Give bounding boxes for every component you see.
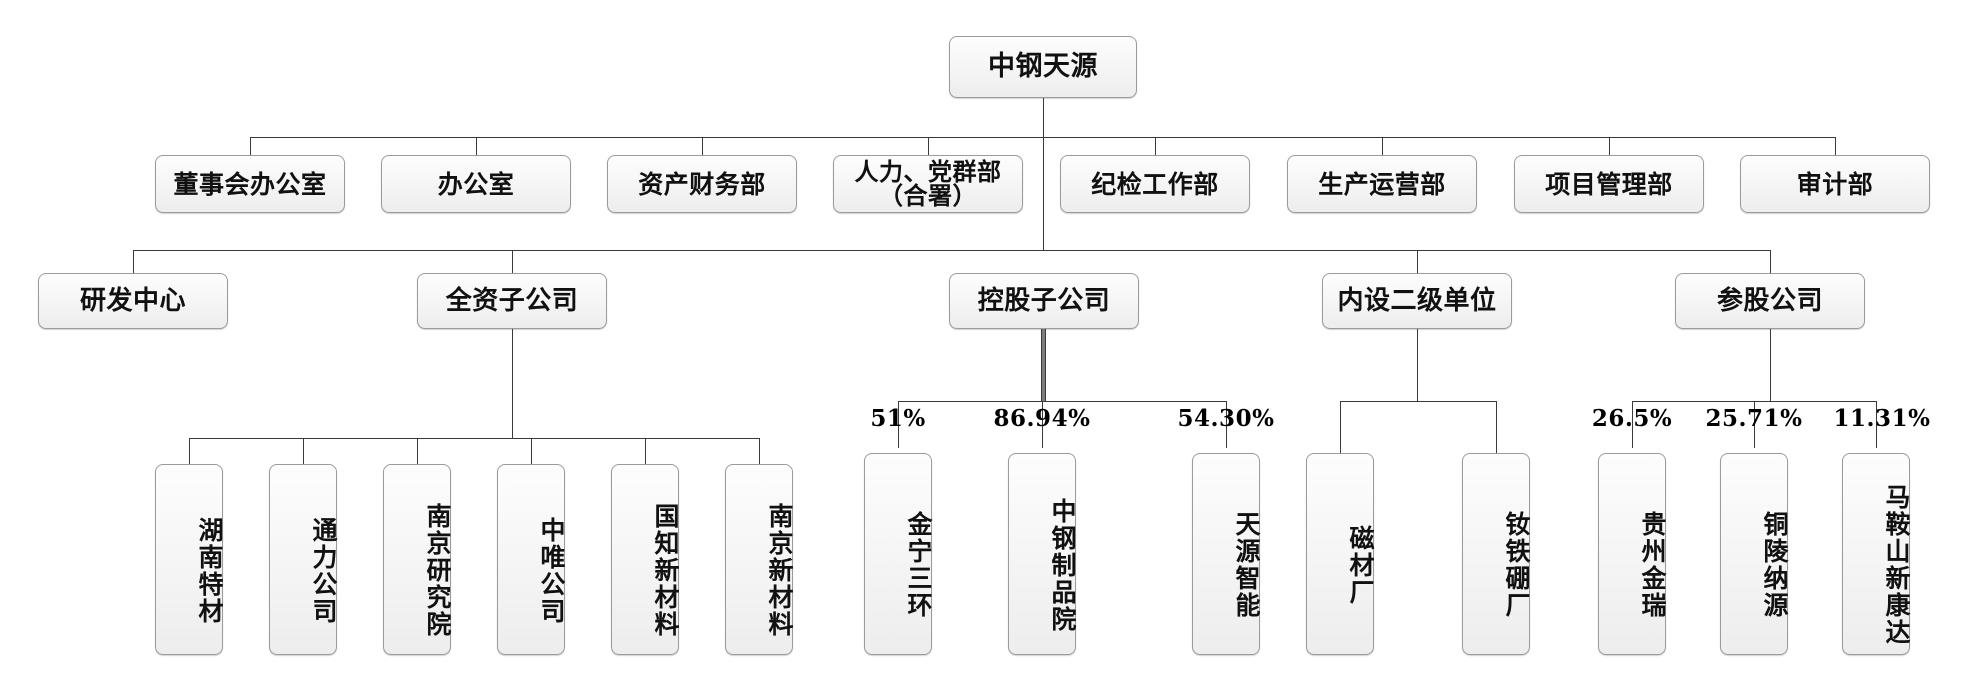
connector-wholly-stub-5 [645,438,646,464]
node-dept-1[interactable]: 董事会办公室 [155,155,345,213]
node-wholly-5[interactable]: 国知新材料 [611,464,680,655]
pct-equity-1: 26.5% [1591,405,1673,432]
connector-holding-stub-2 [1042,401,1043,448]
node-dept-2[interactable]: 办公室 [381,155,571,213]
node-dept-4-line1: 人力、党群部 [854,156,1002,186]
connector-root-trunk [1043,98,1044,137]
connector-internal-bar [1340,401,1496,402]
node-dept-6[interactable]: 生产运营部 [1287,155,1477,213]
node-equity-2[interactable]: 铜陵纳源 [1720,453,1789,655]
pct-equity-2: 25.71% [1705,405,1803,432]
node-category-equity[interactable]: 参股公司 [1675,273,1865,329]
connector-holding-bar [898,401,1226,402]
connector-dept-stub-8 [1835,137,1836,155]
connector-wholly-stub-1 [189,438,190,464]
node-holding-3[interactable]: 天源智能 [1192,453,1261,655]
pct-holding-3: 54.30% [1177,405,1275,432]
node-dept-8[interactable]: 审计部 [1740,155,1930,213]
connector-dept-stub-2 [476,137,477,155]
connector-wholly-stub-4 [531,438,532,464]
connector-equity-trunk [1770,329,1771,401]
connector-cat-stub-2 [512,250,513,273]
connector-category-bar [133,250,1770,251]
node-internal-2[interactable]: 钕铁硼厂 [1462,453,1531,655]
connector-holding-trunk [1041,329,1046,401]
node-dept-3[interactable]: 资产财务部 [607,155,797,213]
connector-internal-trunk [1417,329,1418,401]
node-category-internal-units[interactable]: 内设二级单位 [1322,273,1512,329]
connector-equity-stub-3 [1876,401,1877,448]
connector-holding-stub-1 [898,401,899,448]
node-internal-1[interactable]: 磁材厂 [1306,453,1375,655]
pct-equity-3: 11.31% [1833,405,1931,432]
connector-wholly-bar [189,438,759,439]
node-wholly-4[interactable]: 中唯公司 [497,464,566,655]
connector-equity-stub-1 [1632,401,1633,448]
node-dept-7[interactable]: 项目管理部 [1514,155,1704,213]
node-wholly-1[interactable]: 湖南特材 [155,464,224,655]
pct-holding-1: 51% [870,405,926,432]
node-wholly-3[interactable]: 南京研究院 [383,464,452,655]
connector-dept-stub-1 [250,137,251,155]
node-root[interactable]: 中钢天源 [949,36,1137,98]
node-category-holding[interactable]: 控股子公司 [949,273,1139,329]
node-equity-3[interactable]: 马鞍山新康达 [1842,453,1911,655]
connector-cat-stub-1 [133,250,134,273]
pct-holding-2: 86.94% [993,405,1091,432]
connector-wholly-trunk [512,329,513,438]
connector-trunk-to-category [1043,137,1044,250]
connector-wholly-stub-6 [759,438,760,464]
connector-dept-stub-4 [928,137,929,155]
node-dept-4[interactable]: 人力、党群部 （合署） [833,155,1023,213]
connector-cat-stub-4 [1417,250,1418,273]
connector-internal-stub-2 [1496,401,1497,453]
connector-internal-stub-1 [1340,401,1341,453]
node-holding-1[interactable]: 金宁三环 [864,453,933,655]
node-wholly-6[interactable]: 南京新材料 [725,464,794,655]
connector-dept-stub-3 [702,137,703,155]
connector-equity-stub-2 [1754,401,1755,448]
node-category-rnd[interactable]: 研发中心 [38,273,228,329]
node-holding-2[interactable]: 中钢制品院 [1008,453,1077,655]
connector-dept-stub-7 [1609,137,1610,155]
connector-wholly-stub-3 [417,438,418,464]
node-category-wholly-owned[interactable]: 全资子公司 [417,273,607,329]
node-dept-4-line2: （合署） [879,181,977,210]
node-wholly-2[interactable]: 通力公司 [269,464,338,655]
node-equity-1[interactable]: 贵州金瑞 [1598,453,1667,655]
connector-dept-stub-5 [1155,137,1156,155]
connector-dept-stub-6 [1382,137,1383,155]
connector-wholly-stub-2 [303,438,304,464]
connector-cat-stub-5 [1770,250,1771,273]
connector-holding-stub-3 [1226,401,1227,448]
node-dept-5[interactable]: 纪检工作部 [1060,155,1250,213]
connector-dept-bar [250,137,1835,138]
